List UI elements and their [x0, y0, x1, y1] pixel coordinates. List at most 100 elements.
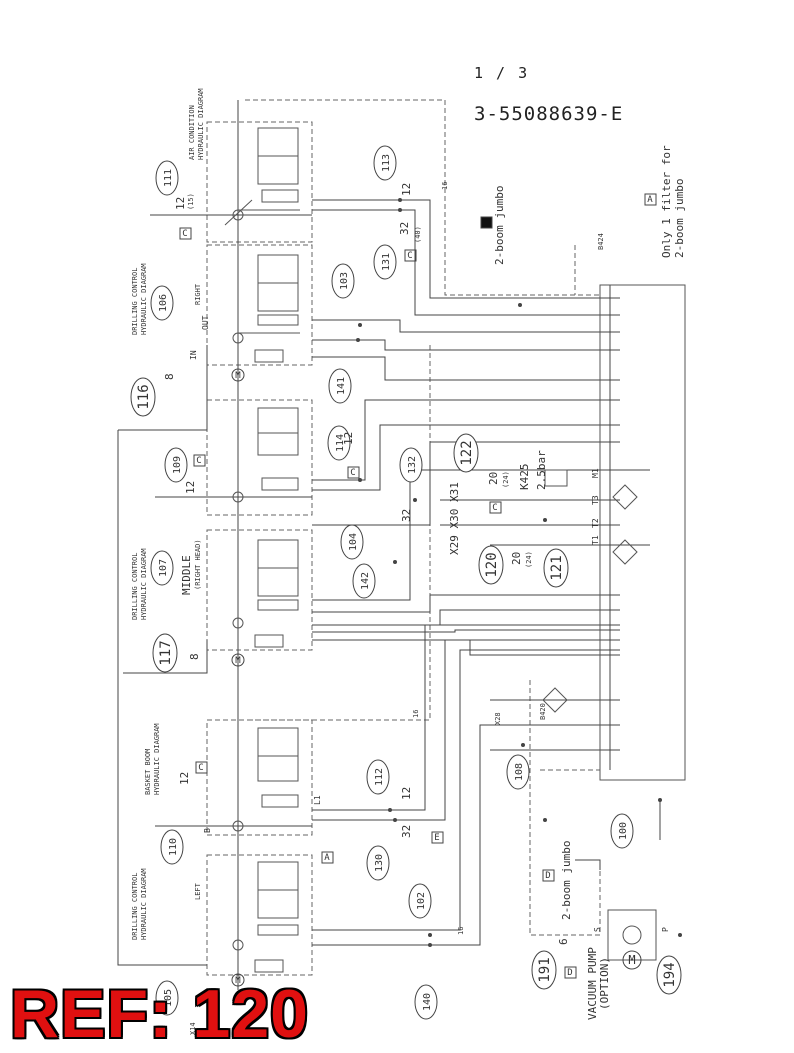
- balloon-label: 102: [416, 892, 427, 910]
- balloon-114: 114: [327, 425, 351, 461]
- valve-frame-middle: [206, 529, 313, 651]
- motors: [231, 368, 642, 987]
- balloon-label: 114: [335, 434, 346, 452]
- balloon-117: 117: [152, 633, 178, 673]
- left-label: LEFT: [194, 882, 202, 900]
- balloon-label: 191: [537, 957, 553, 982]
- hydraulic-diagram-label-2: HYDRAULIC DIAGRAM: [140, 548, 148, 620]
- balloon-label: 110: [168, 838, 179, 856]
- drilling-control-label-2: DRILLING CONTROL: [131, 553, 139, 620]
- dim-16: 16: [441, 182, 449, 190]
- port-m1: M1: [591, 468, 600, 478]
- port-p: P: [661, 927, 670, 932]
- balloon-121: 121: [543, 548, 569, 588]
- dim-32: 32: [400, 509, 413, 522]
- dim-32: 32: [398, 222, 411, 235]
- port-b: B: [203, 828, 212, 833]
- boxed-letter: C: [198, 763, 203, 773]
- motor-icon: [231, 973, 245, 987]
- balloon-194: 194: [656, 955, 682, 995]
- dim-20: 20: [510, 552, 523, 565]
- svg-text:M: M: [628, 953, 635, 967]
- balloon-label: 105: [163, 989, 174, 1007]
- boxed-letter: D: [567, 968, 572, 978]
- dim-8: 8: [163, 373, 176, 380]
- balloon-label: 140: [422, 993, 433, 1011]
- boxed-letter: C: [350, 468, 355, 478]
- dim-24: (24): [502, 471, 510, 488]
- balloon-label: 122: [459, 440, 475, 465]
- balloon-label: 104: [348, 533, 359, 551]
- balloon-label: 112: [374, 768, 385, 786]
- two-boom-jumbo-top: 2-boom jumbo: [493, 186, 506, 265]
- balloon-label: 117: [158, 640, 174, 665]
- valve-frame-middle-top: [206, 399, 313, 516]
- dashed-return-top: [245, 99, 600, 296]
- balloon-142: 142: [352, 563, 376, 599]
- balloon-label: 113: [381, 154, 392, 172]
- air-condition-sub-label: HYDRAULIC DIAGRAM: [197, 88, 205, 160]
- page-number: 1 / 3: [474, 64, 530, 82]
- ref-banner: REF: 120: [10, 976, 309, 1052]
- port-l1: L1: [313, 795, 322, 805]
- balloon-104: 104: [340, 524, 364, 560]
- balloon-140: 140: [414, 984, 438, 1020]
- right-head-label: (RIGHT HEAD): [194, 539, 202, 590]
- boxed-letter: C: [182, 229, 187, 239]
- balloon-label: 120: [484, 552, 500, 577]
- balloon-label: 111: [163, 169, 174, 187]
- motor-icon: [231, 653, 245, 667]
- air-condition-label: AIR CONDITION: [188, 105, 196, 160]
- junction-dots: [356, 198, 682, 947]
- balloon-label: 121: [549, 555, 565, 580]
- motor-icon: [622, 950, 642, 970]
- valve-basket: [232, 727, 299, 832]
- balloon-label: 132: [407, 456, 418, 474]
- balloon-141: 141: [328, 368, 352, 404]
- dim-6: 6: [557, 938, 570, 945]
- drilling-control-label: DRILLING CONTROL: [131, 268, 139, 335]
- basket-boom-label: BASKET BOOM: [144, 749, 152, 795]
- filter-block: [542, 284, 686, 781]
- valve-middle-top: [232, 407, 299, 503]
- x29-x30-x31-label: X29 X30 X31: [448, 482, 461, 555]
- balloon-label: 100: [618, 822, 629, 840]
- two-boom-jumbo-bottom: 2-boom jumbo: [560, 841, 573, 920]
- balloon-111: 111: [155, 160, 179, 196]
- middle-label: MIDDLE: [180, 555, 193, 595]
- b424-label: B424: [597, 233, 605, 250]
- x14-label: X14: [189, 1022, 197, 1035]
- drilling-control-label-3: DRILLING CONTROL: [131, 873, 139, 940]
- dim-12: 12: [184, 481, 197, 494]
- balloon-110: 110: [160, 829, 184, 865]
- dim-8: 8: [188, 653, 201, 660]
- hydraulic-diagram-label-4: HYDRAULIC DIAGRAM: [140, 868, 148, 940]
- svg-text:M: M: [235, 976, 241, 986]
- dim-15: (15): [187, 193, 195, 210]
- balloon-112: 112: [366, 759, 390, 795]
- boxed-letter: A: [647, 195, 653, 205]
- option-label: (OPTION): [598, 957, 611, 1010]
- balloon-label: 108: [514, 763, 525, 781]
- dim-24: (24): [525, 551, 533, 568]
- balloon-label: 131: [381, 253, 392, 271]
- port-t3: T3: [591, 495, 600, 505]
- balloon-131: 131: [373, 244, 397, 280]
- k425-label: K425: [518, 464, 531, 491]
- dim-12: 12: [174, 197, 187, 210]
- dashed-2boom-frame: [529, 680, 601, 936]
- dim-12: 12: [400, 787, 413, 800]
- balloon-label: 142: [360, 572, 371, 590]
- boxed-letter: A: [324, 853, 330, 863]
- right-label: RIGHT: [194, 283, 202, 305]
- balloon-100: 100: [610, 813, 634, 849]
- hydraulic-diagram-label: HYDRAULIC DIAGRAM: [140, 263, 148, 335]
- valve-frame-left: [206, 854, 313, 976]
- balloon-103: 103: [331, 263, 355, 299]
- vacuum-pump-label: VACUUM PUMP: [586, 947, 599, 1020]
- boxed-letters: [179, 193, 657, 979]
- balloon-label: 141: [336, 377, 347, 395]
- valve-frame-air: [206, 121, 313, 243]
- two-5bar-label: 2.5bar: [535, 450, 548, 490]
